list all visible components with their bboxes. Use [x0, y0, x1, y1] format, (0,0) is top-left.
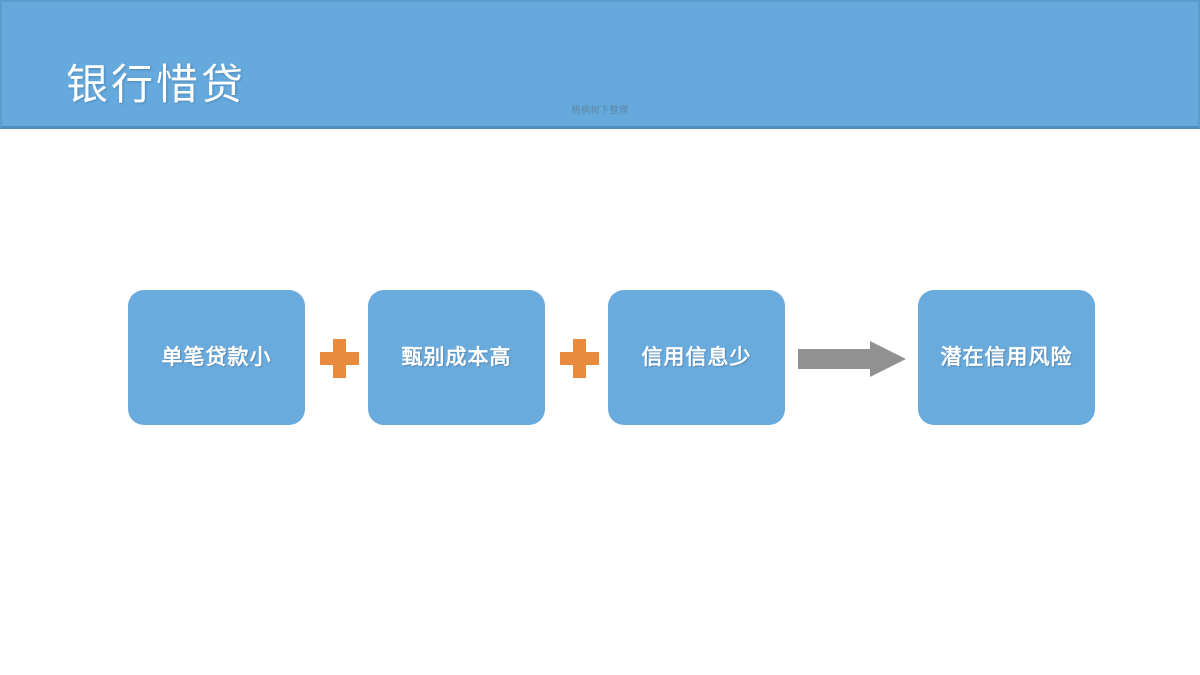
- header-band: 银行惜贷: [0, 0, 1200, 129]
- process-box-label: 甄别成本高: [401, 345, 512, 369]
- process-box-label: 单笔贷款小: [161, 345, 272, 369]
- process-box-label: 潜在信用风险: [940, 345, 1073, 369]
- process-box-4[interactable]: 潜在信用风险: [918, 290, 1095, 425]
- process-box-1[interactable]: 单笔贷款小: [128, 290, 305, 425]
- page-title: 银行惜贷: [66, 61, 247, 108]
- arrow-right-icon: [798, 341, 906, 377]
- watermark-text: 梧桐树下整理: [571, 105, 629, 115]
- process-box-2[interactable]: 甄别成本高: [368, 290, 545, 425]
- plus-icon-2: [560, 339, 599, 378]
- plus-icon-bar-vertical: [573, 339, 586, 378]
- process-box-3[interactable]: 信用信息少: [608, 290, 785, 425]
- process-box-label: 信用信息少: [641, 345, 752, 369]
- plus-icon-1: [320, 339, 359, 378]
- plus-icon-bar-vertical: [333, 339, 346, 378]
